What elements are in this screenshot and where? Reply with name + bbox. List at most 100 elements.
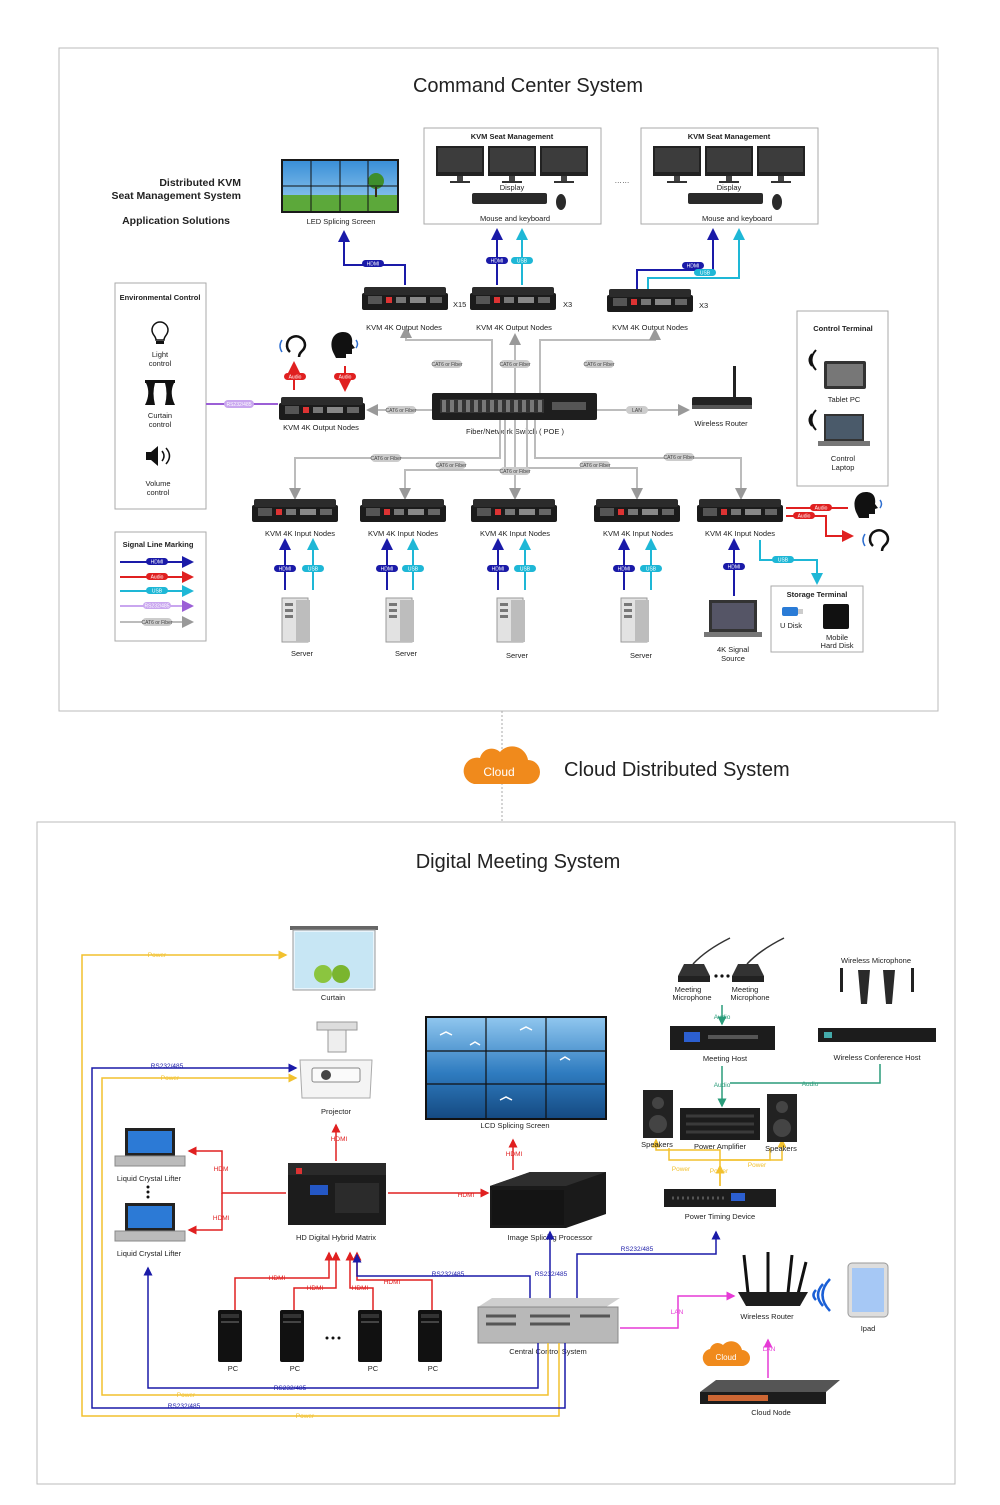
line-tag-audio: Audio [284, 373, 306, 381]
svg-text:CAT6 or Fiber: CAT6 or Fiber [583, 362, 614, 368]
svg-text:CAT6 or Fiber: CAT6 or Fiber [370, 456, 401, 462]
output-node-label: KVM 4K Output Nodes [476, 323, 552, 332]
tablet-label: Tablet PC [828, 395, 861, 404]
lcd-label: LCD Splicing Screen [480, 1121, 549, 1130]
hdd-label: Hard Disk [821, 641, 854, 650]
led-screen-label: LED Splicing Screen [307, 217, 376, 226]
svg-text:USB: USB [646, 567, 657, 573]
input-node-label: KVM 4K Input Nodes [368, 529, 438, 538]
svg-text:Audio: Audio [815, 506, 828, 512]
laptop-label: Laptop [832, 463, 855, 472]
svg-text:HDMI: HDMI [728, 565, 741, 571]
input-node-label: KVM 4K Input Nodes [480, 529, 550, 538]
seat-box-title: KVM Seat Management [471, 132, 554, 141]
line-tag-cat: CAT6 or Fiber [370, 454, 402, 462]
output-node-label: KVM 4K Output Nodes [366, 323, 442, 332]
pc-tower [218, 1310, 242, 1362]
laptop-label: Control [831, 454, 856, 463]
cloud-node-label: Cloud Node [751, 1408, 791, 1417]
meeting-microphone [732, 937, 785, 982]
rs232-lines [91, 1063, 721, 1409]
env-label: Volume [145, 479, 170, 488]
line-tag-hdmi: HDMI [487, 565, 509, 573]
kvm-output-node [362, 287, 448, 310]
legend-cat: CAT6 or Fiber [141, 620, 172, 626]
hdmi-line-label: HDMl [213, 1215, 230, 1222]
lcd-splicing-screen [425, 1016, 607, 1120]
svg-text:USB: USB [308, 567, 319, 573]
svg-text:CAT6 or Fiber: CAT6 or Fiber [663, 455, 694, 461]
multiplier-label: X3 [563, 300, 572, 309]
wireless-microphone [840, 968, 914, 1004]
rs-line-label: RS232/485 [432, 1271, 465, 1278]
lan-line [620, 1291, 736, 1329]
wireless-router [738, 1252, 808, 1306]
svg-text:Audio: Audio [798, 514, 811, 520]
udisk-label: U Disk [780, 621, 802, 630]
cloud-node-badge: Cloud [716, 1353, 737, 1362]
env-label: control [149, 359, 172, 368]
environmental-control-panel: Environmental Control Light control Curt… [114, 282, 207, 510]
line-tag-usb: USB [640, 565, 662, 573]
line-tag-cat: CAT6 or Fiber [579, 461, 611, 469]
line-tag-hdmi: HDMI [486, 257, 508, 265]
power-line-label: Power [161, 1075, 180, 1082]
hard-disk-icon [823, 604, 849, 629]
power-line-label: Power [148, 952, 167, 959]
lifter-label: Liquid Crystal Lifter [117, 1249, 182, 1258]
line-tag-hdmi: HDMI [723, 563, 745, 571]
line-tag-cat: CAT6 or Fiber [385, 406, 417, 414]
mic-label: Microphone [730, 993, 769, 1002]
hdmi-line-label: HDMI [352, 1285, 369, 1292]
line-tag-usb: USB [402, 565, 424, 573]
svg-text:USB: USB [520, 567, 531, 573]
wireless-host-label: Wireless Conference Host [833, 1053, 921, 1062]
light-icon [151, 321, 169, 344]
network-switch [432, 393, 597, 420]
svg-text:CAT6 or Fiber: CAT6 or Fiber [431, 362, 462, 368]
svg-text:CAT6 or Fiber: CAT6 or Fiber [579, 463, 610, 469]
output-node-label: KVM 4K Output Nodes [283, 423, 359, 432]
svg-text:USB: USB [517, 259, 528, 265]
ellipsis-dots [146, 1185, 150, 1199]
kvm-output-node [279, 397, 365, 420]
pc-label: PC [368, 1364, 379, 1373]
line-tag-cat: CAT6 or Fiber [499, 360, 531, 368]
wireless-conference-host [818, 1028, 936, 1042]
laptop-source [704, 600, 762, 637]
ellipsis-dots [714, 974, 730, 978]
input-node-label: KVM 4K Input Nodes [265, 529, 335, 538]
storage-title: Storage Terminal [787, 590, 848, 599]
line-tag-usb: USB [302, 565, 324, 573]
kvm-output-node [607, 289, 693, 312]
server-label: Server [291, 649, 314, 658]
line-tag-usb: USB [694, 269, 716, 277]
power-line-label: Power [177, 1392, 196, 1399]
seat-box-title: KVM Seat Management [688, 132, 771, 141]
lcd-lifter [114, 1128, 186, 1167]
curtain-icon [145, 380, 175, 405]
speaking-head-icon [854, 492, 883, 518]
svg-text:CAT6 or Fiber: CAT6 or Fiber [385, 408, 416, 414]
hd-digital-hybrid-matrix [288, 1163, 386, 1225]
meeting-title: Digital Meeting System [416, 851, 621, 873]
svg-text:Audio: Audio [289, 375, 302, 381]
projector [299, 1021, 373, 1099]
rs-line-label: RS232/485 [274, 1385, 307, 1392]
meeting-microphone [678, 937, 731, 982]
mic-label: Meeting [675, 985, 702, 994]
pc-tower [418, 1310, 442, 1362]
svg-text:HDMI: HDMI [279, 567, 292, 573]
multiplier-label: X3 [699, 301, 708, 310]
line-tag-cat: CAT6 or Fiber [663, 453, 695, 461]
mic-label: Meeting [732, 985, 759, 994]
cloud-title: Cloud Distributed System [564, 759, 790, 781]
cloud-node [700, 1380, 840, 1404]
amplifier-label: Power Amplifier [694, 1142, 747, 1151]
router-label: Wireless Router [694, 419, 748, 428]
server-tower [385, 597, 415, 643]
hdd-label: Mobile [826, 633, 848, 642]
hdmi-line-label: HDMI [307, 1285, 324, 1292]
svg-text:HDMI: HDMI [492, 567, 505, 573]
